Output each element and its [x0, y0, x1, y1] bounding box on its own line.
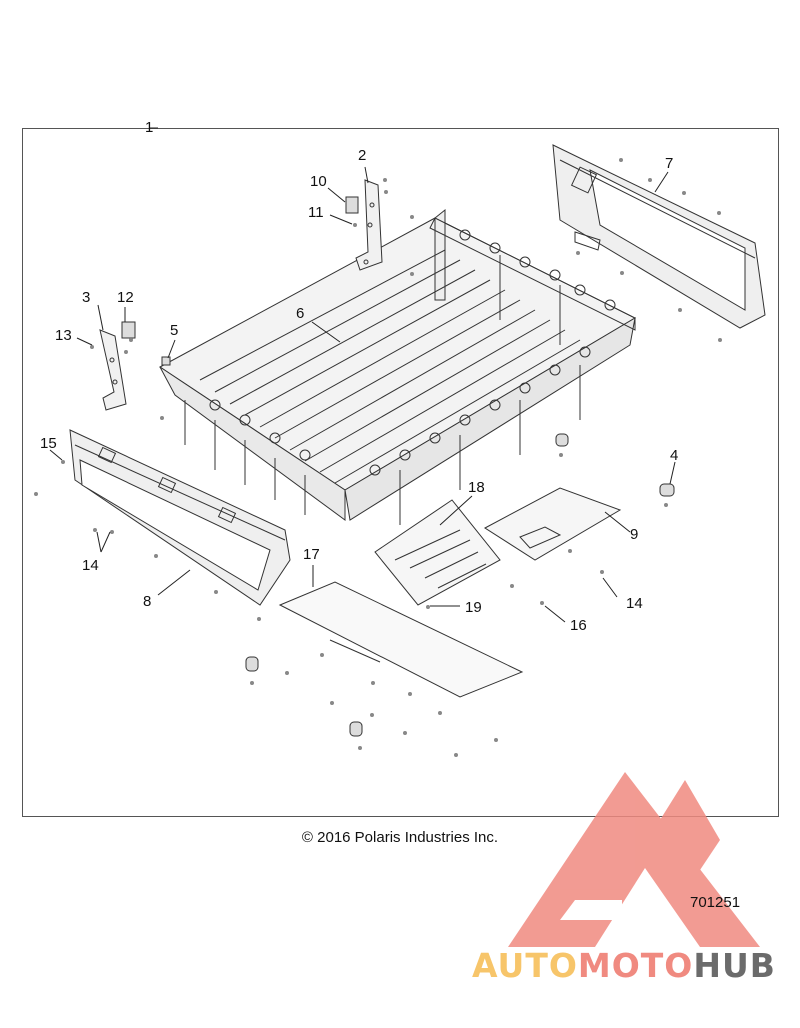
latch-part-12: [121, 321, 136, 339]
callout-5: 5: [170, 322, 179, 339]
watermark-auto: AUTO: [472, 946, 578, 985]
front-panel-part: [552, 144, 766, 329]
watermark-hub: HUB: [693, 946, 776, 985]
diagram-reference-number: 701251: [690, 894, 741, 911]
hook-part-4: [659, 483, 675, 497]
callout-11: 11: [308, 204, 324, 221]
bracket-part-3: [99, 329, 127, 411]
callout-10: 10: [310, 173, 327, 190]
watermark-logo-icon: [508, 772, 760, 947]
skid-panel-part-9: [484, 487, 622, 561]
leader-lines: [49, 127, 676, 623]
callout-9: 9: [630, 526, 639, 543]
callout-15: 15: [40, 435, 57, 452]
copyright-text: © 2016 Polaris Industries Inc.: [301, 829, 499, 846]
callout-6: 6: [296, 305, 305, 322]
hook-part: [245, 656, 259, 672]
mount-plate-part-18: [374, 499, 501, 606]
callout-2: 2: [358, 147, 367, 164]
tailgate-part: [69, 429, 291, 606]
hook-part: [349, 721, 363, 737]
watermark-text: AUTOMOTOHUB: [472, 946, 776, 985]
callout-17: 17: [303, 546, 320, 563]
bracket-part-2: [355, 179, 383, 271]
callout-8: 8: [143, 593, 152, 610]
callout-14-left: 14: [82, 557, 99, 574]
callout-4: 4: [670, 447, 679, 464]
cargo-box-part: [159, 208, 637, 525]
callout-13: 13: [55, 327, 72, 344]
fastener-set: [34, 158, 722, 757]
callout-7: 7: [665, 155, 674, 172]
hook-part: [555, 433, 569, 447]
diagram-frame: [22, 128, 779, 817]
watermark-moto: MOTO: [577, 946, 694, 985]
callout-16: 16: [570, 617, 587, 634]
floor-panel-part-17: [278, 581, 524, 698]
callout-1: 1: [145, 119, 154, 136]
callout-3: 3: [82, 289, 91, 306]
callout-14-right: 14: [626, 595, 643, 612]
latch-part-10: [345, 196, 359, 214]
callout-18: 18: [468, 479, 485, 496]
callout-12: 12: [117, 289, 134, 306]
bumper-part-5: [161, 356, 171, 366]
callout-19: 19: [465, 599, 482, 616]
